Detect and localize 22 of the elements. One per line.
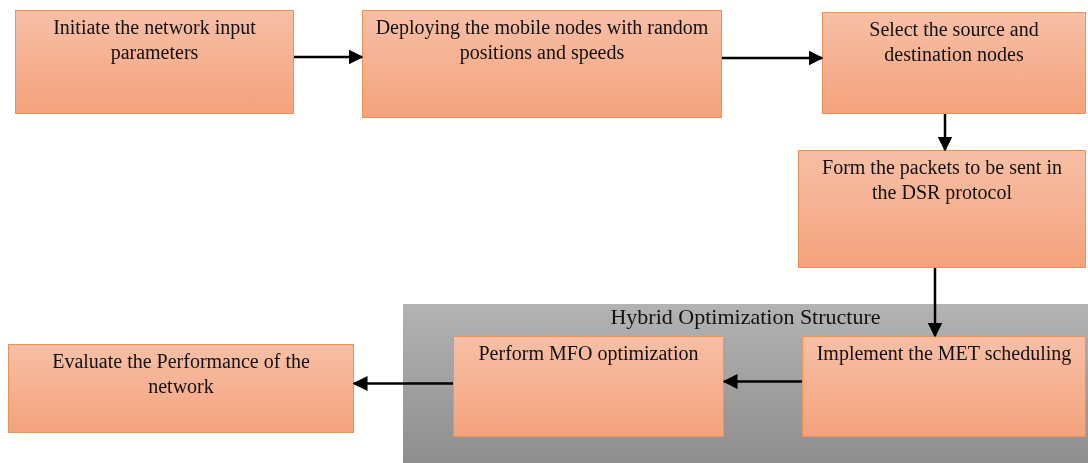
arrow — [722, 374, 802, 389]
box-text: Form the packets to be sent in the DSR protocol — [821, 155, 1063, 205]
arrow — [927, 268, 943, 338]
group-title: Hybrid Optimization Structure — [609, 304, 882, 330]
process-box — [822, 12, 1086, 114]
process-box — [15, 10, 294, 114]
box-text: Deploying the mobile nodes with random positions and speeds — [374, 15, 710, 65]
box-text: Evaluate the Performance of the network — [51, 349, 311, 399]
process-box — [8, 344, 354, 433]
process-box — [362, 10, 722, 118]
arrow — [352, 376, 453, 391]
process-box — [798, 150, 1086, 268]
box-text: Perform MFO optimization — [477, 341, 700, 366]
box-text: Select the source and destination nodes — [868, 17, 1040, 67]
group-panel — [403, 304, 1088, 463]
box-text: Implement the MET scheduling — [815, 341, 1073, 366]
arrow — [937, 114, 953, 152]
box-text: Initiate the network input parameters — [52, 15, 257, 65]
process-box — [802, 336, 1086, 437]
process-box — [453, 336, 724, 437]
arrow — [722, 50, 824, 66]
arrow — [294, 49, 364, 65]
